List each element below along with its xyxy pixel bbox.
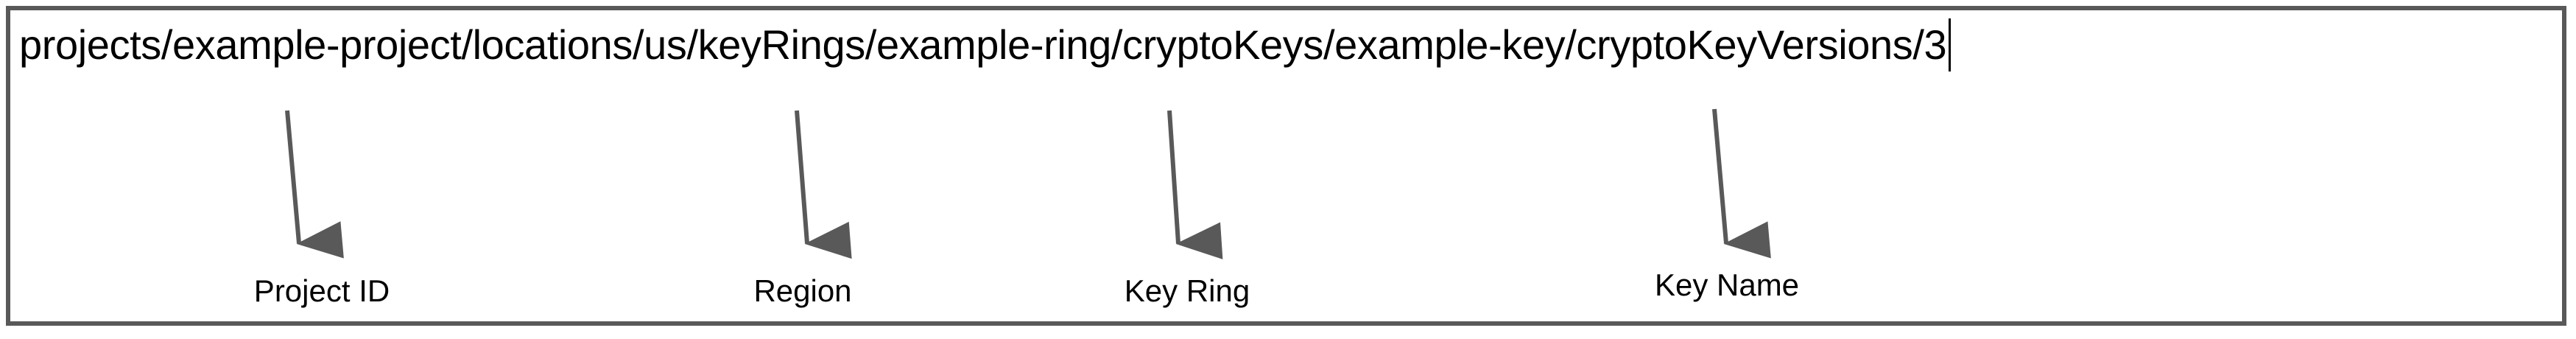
callout-label-project-id: Project ID — [253, 273, 390, 308]
resource-path-field[interactable]: projects/example-project/locations/us/ke… — [19, 16, 1952, 74]
figure-border — [6, 6, 2566, 326]
callout-label-key-name: Key Name — [1654, 268, 1800, 302]
callout-label-key-ring: Key Ring — [1124, 273, 1250, 308]
resource-path-text: projects/example-project/locations/us/ke… — [19, 21, 1947, 68]
text-cursor-caret — [1949, 18, 1952, 71]
callout-label-region: Region — [753, 273, 852, 308]
